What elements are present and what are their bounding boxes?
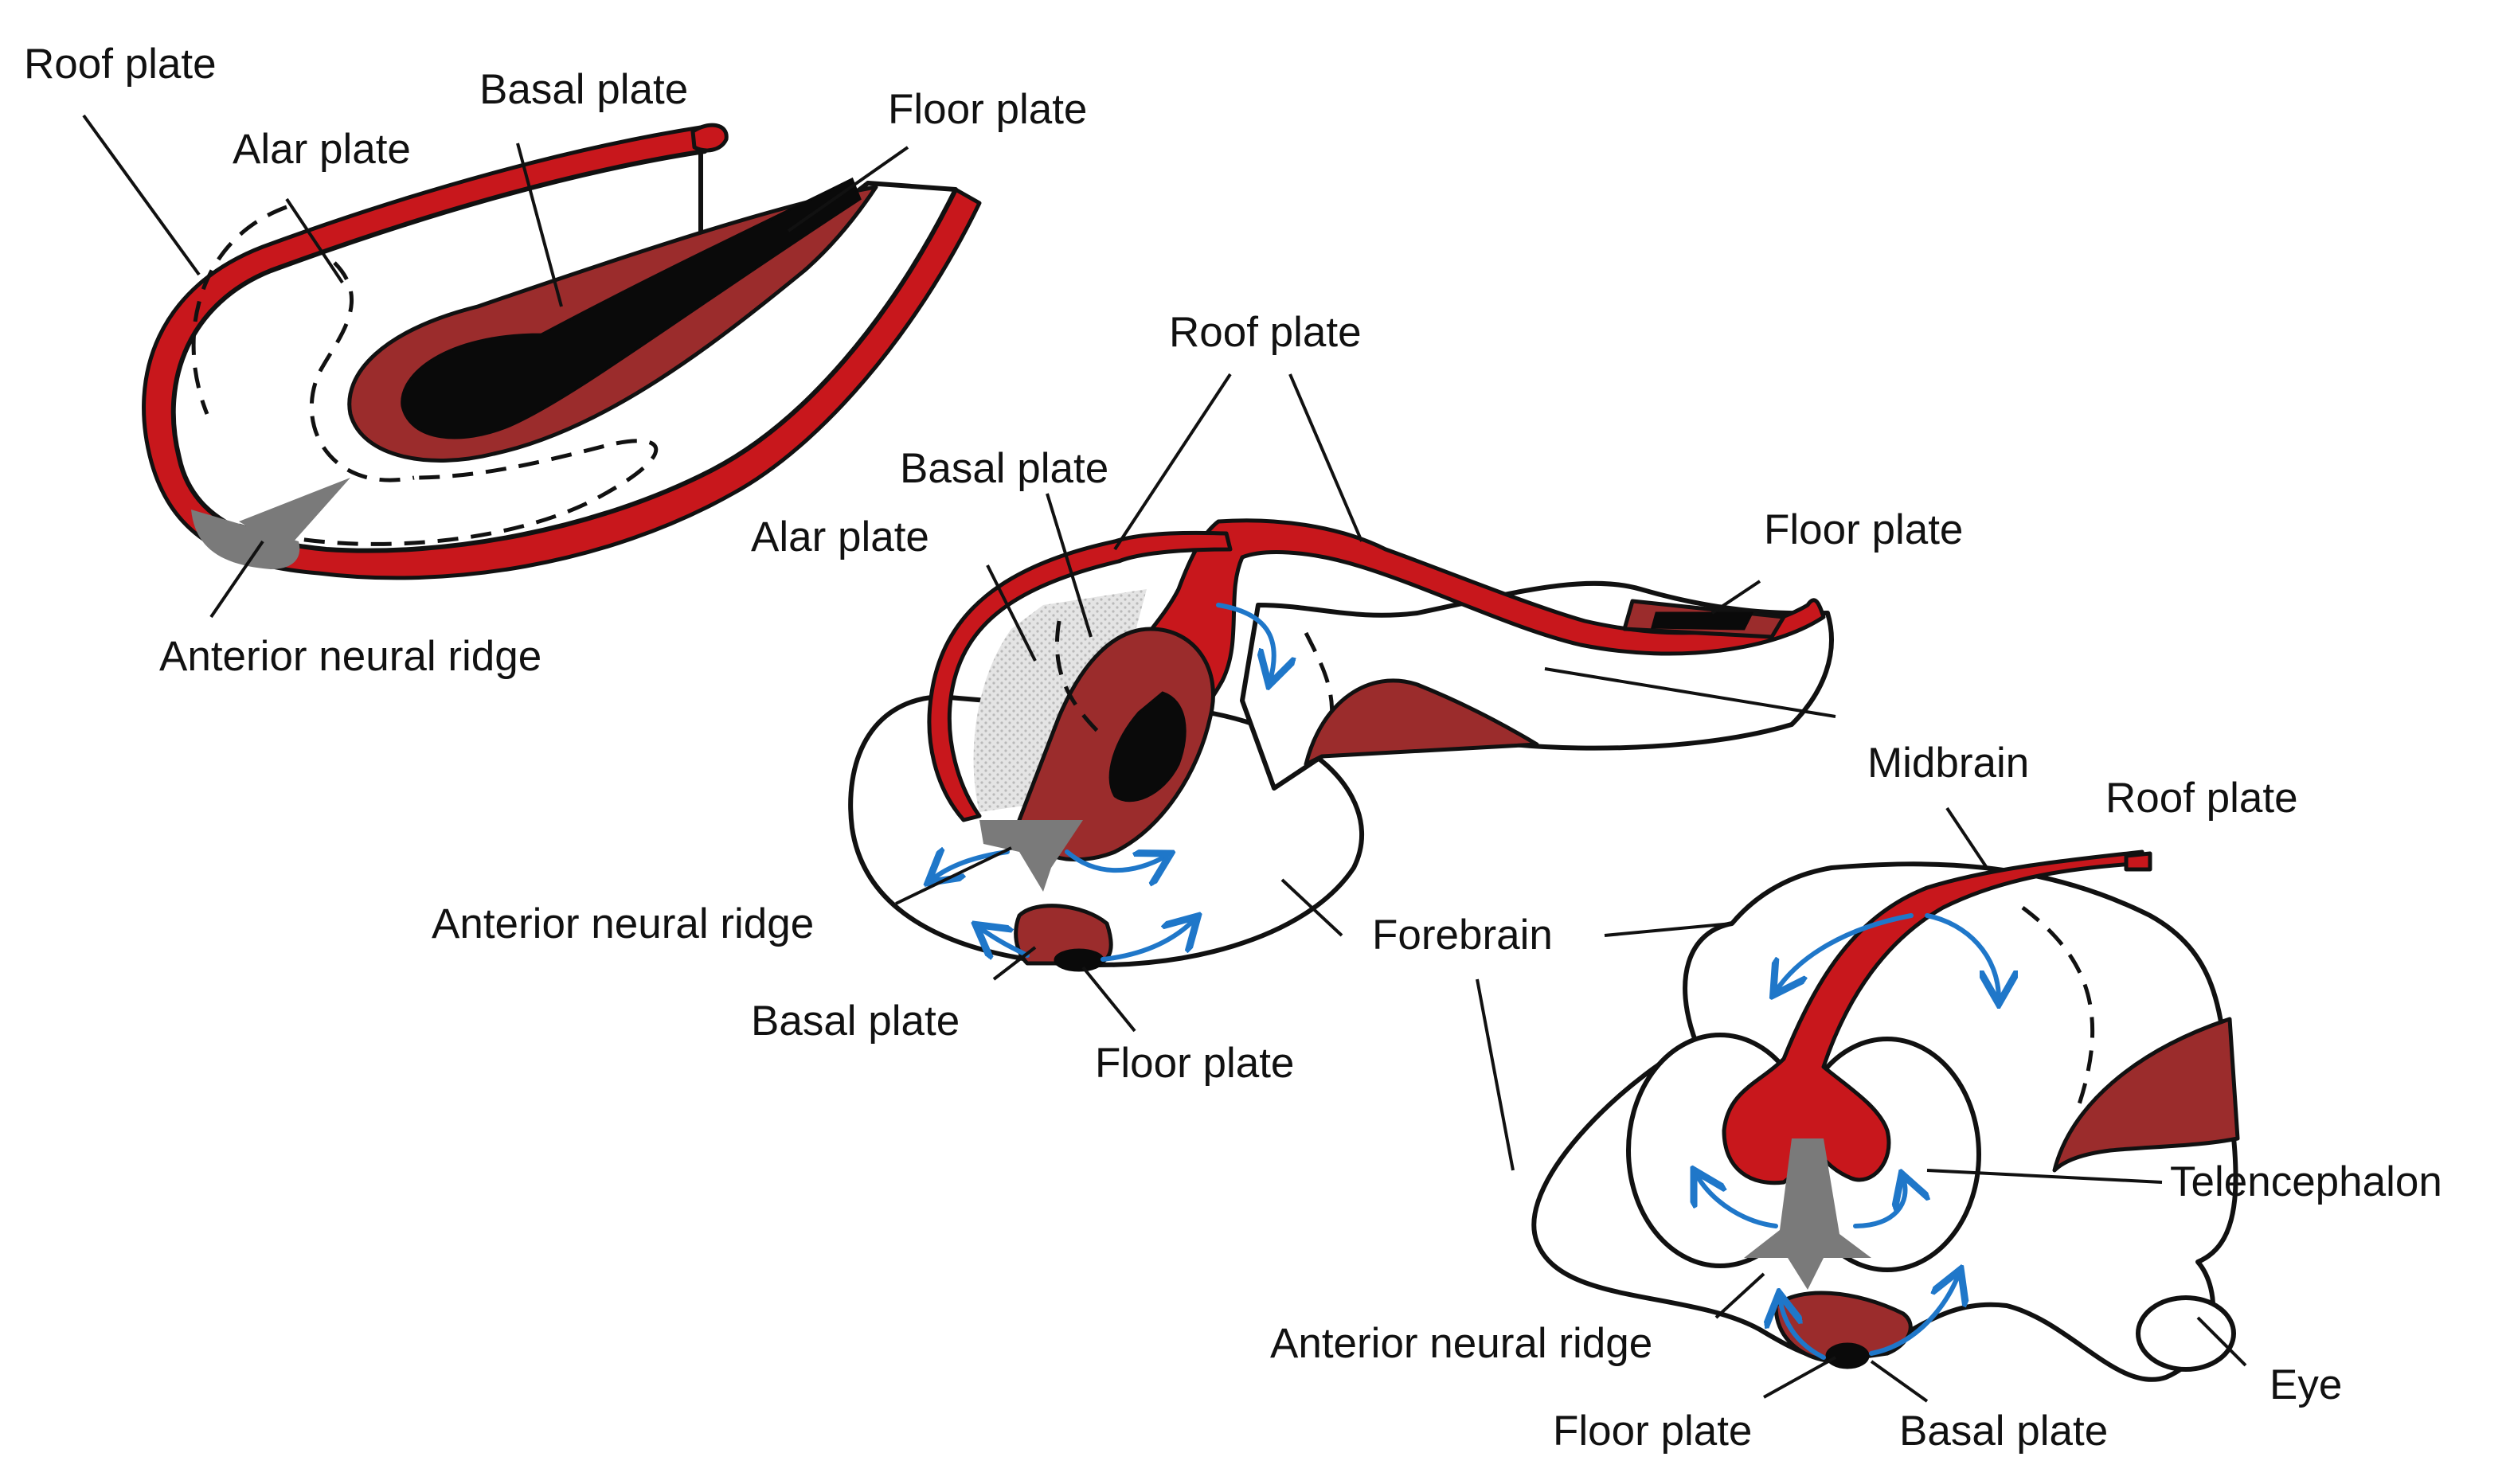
stage3-leaders — [1476, 806, 2247, 1403]
stage2-floor-plate-upper — [1108, 691, 1187, 803]
stage3-arrow-roof-left — [1776, 913, 1914, 991]
stage2-basal-plate-upper — [1017, 627, 1215, 862]
stage2-alar-plate-label: Alar plate — [751, 514, 929, 560]
stage3-telencephalon-label: Telencephalon — [2170, 1158, 2442, 1205]
stage1-anterior-neural-ridge-label: Anterior neural ridge — [159, 633, 541, 680]
stage2-midbrain-label: Midbrain — [1867, 740, 2029, 787]
stage2-alar-stipple — [973, 589, 1147, 812]
stage2-floor-plate-top-label: Floor plate — [1764, 506, 1963, 553]
stage3-eye — [2136, 1295, 2236, 1372]
stage2-arrows — [932, 603, 1274, 962]
stage2-arrow-basal-left — [979, 928, 1030, 955]
stage1-anterior-neural-ridge — [191, 478, 350, 569]
stage2-dashed-fold-right — [1304, 631, 1335, 733]
stage1-dashed-alar-inner — [191, 205, 287, 415]
stage3-basal-plate — [1773, 1291, 1913, 1364]
stage2-basal-plate-lower — [1014, 904, 1113, 966]
stage1-roof-plate-label: Roof plate — [24, 41, 217, 88]
stage1-neural-plate — [142, 123, 982, 580]
stage2-basal-plate-bottom-label: Basal plate — [751, 998, 960, 1045]
stage3-eye-label: Eye — [2269, 1361, 2342, 1408]
stage2-leaders — [895, 373, 1836, 1033]
stage3-roof-tip — [2124, 851, 2152, 872]
stage1-roof-tip — [690, 123, 729, 153]
stage2-arrow-ridge-right — [1065, 852, 1167, 870]
stage2-floor-plate-lower — [1054, 948, 1104, 972]
stage3-floor-plate — [1825, 1342, 1870, 1369]
stage3-anterior-neural-ridge-label: Anterior neural ridge — [1270, 1320, 1652, 1367]
stage2-arrow-basal-right — [1101, 920, 1194, 962]
stage2-neural-tube — [848, 518, 1834, 972]
stage2-anterior-neural-ridge — [979, 820, 1083, 892]
stage2-left-roof-band — [927, 530, 1233, 822]
stage3-arrows — [1696, 913, 1999, 1360]
stage1-alar-plate-label: Alar plate — [233, 126, 411, 173]
stage2-anterior-neural-ridge-label: Anterior neural ridge — [432, 900, 814, 947]
stage1-leaders — [82, 114, 909, 619]
stage3-floor-plate-label: Floor plate — [1553, 1408, 1752, 1455]
stage2-basal-plate-top-label: Basal plate — [900, 445, 1108, 492]
stage2-floor-plate-bottom-label: Floor plate — [1095, 1040, 1294, 1087]
stage3-arrow-ridge-left — [1696, 1174, 1778, 1228]
stage2-midbrain-basal — [1304, 678, 1539, 767]
stage1-basal-plate-label: Basal plate — [479, 66, 688, 113]
stage2-forebrain-label: Forebrain — [1372, 912, 1553, 959]
stage2-roof-plate-label: Roof plate — [1169, 309, 1362, 356]
stage2-dashed-fold — [1054, 620, 1101, 734]
stage3-arrow-basal-right — [1869, 1274, 1959, 1356]
stage1-floor-plate — [401, 177, 862, 439]
stage3-dashed-side — [2021, 906, 2095, 1107]
stage3-anterior-neural-ridge — [1744, 1138, 1871, 1290]
stage3-forebrain — [1531, 849, 2240, 1382]
stage1-floor-plate-label: Floor plate — [888, 86, 1087, 133]
stage2-tail-floor-black — [1651, 611, 1754, 631]
stage3-roof-plate-label: Roof plate — [2105, 775, 2298, 822]
stage3-basal-plate-label: Basal plate — [1899, 1408, 2108, 1455]
stage3-midbrain-side — [2052, 1017, 2240, 1173]
stage3-arrow-roof-right — [1925, 913, 1999, 999]
stage1-dashed-lower — [238, 439, 659, 546]
stage2-arrow-mid — [1216, 603, 1274, 681]
stage3-arrow-ridge-right — [1853, 1178, 1906, 1228]
stage3-arrow-basal-left — [1780, 1298, 1826, 1360]
stage1-dashed-alar-hook — [309, 261, 415, 482]
